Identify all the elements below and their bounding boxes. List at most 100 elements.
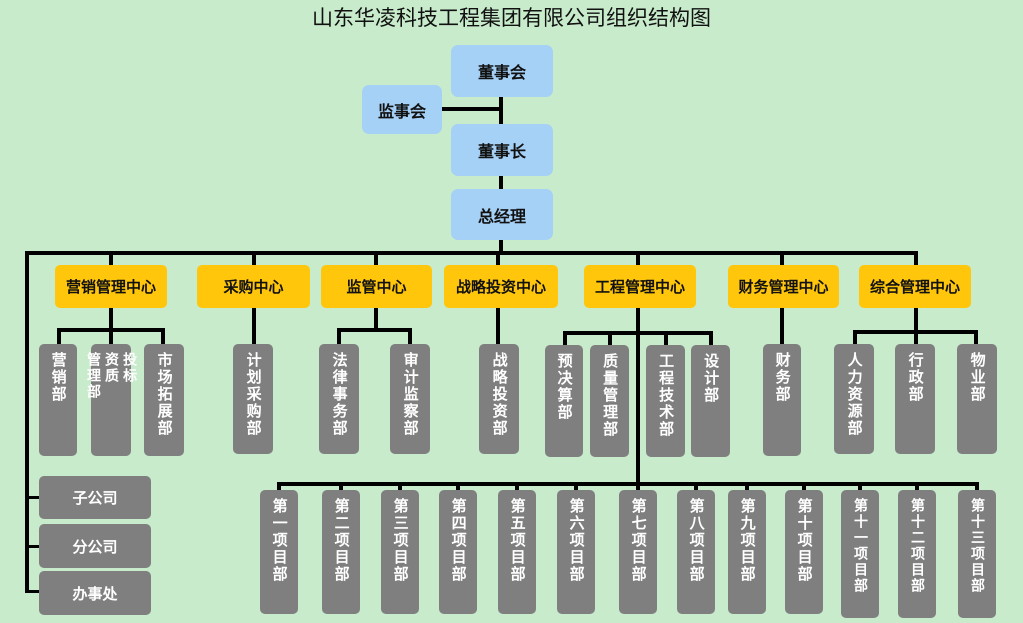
project-label: 第四项目部 [449, 498, 468, 583]
project-label: 第十项目部 [795, 498, 814, 583]
engineering-drop-2 [608, 331, 612, 345]
dept-label: 营销部 [49, 352, 68, 403]
project-drop-9 [745, 482, 749, 490]
drop-admin [914, 253, 918, 267]
branch-link-2 [25, 545, 40, 548]
drop-finance [780, 253, 784, 267]
dept-label: 战略投资部 [490, 352, 509, 437]
project-label: 第六项目部 [567, 498, 586, 583]
center-engineering: 工程管理中心 [584, 265, 696, 308]
project-node: 第四项目部 [439, 490, 477, 614]
branch-link-3 [25, 590, 40, 593]
project-label: 第二项目部 [332, 498, 351, 583]
project-drop-11 [858, 482, 862, 490]
project-node: 第二项目部 [322, 490, 360, 614]
drop-engineering [636, 253, 640, 267]
marketing-drop-1 [57, 328, 61, 344]
center-admin: 综合管理中心 [859, 265, 971, 308]
marketing-drop-3 [161, 328, 165, 344]
left-trunk [25, 251, 29, 593]
project-node: 第六项目部 [557, 490, 595, 614]
top-bus [25, 251, 918, 255]
project-drop-13 [975, 482, 979, 490]
connector-gm-bus [499, 240, 503, 253]
project-drop-2 [339, 482, 343, 490]
connector-chairman-gm [499, 176, 503, 189]
dept-node: 投标资质管理部 [85, 344, 137, 456]
dept-label: 工程技术部 [657, 353, 676, 438]
dept-node: 设计部 [691, 345, 730, 457]
center-finance: 财务管理中心 [728, 265, 839, 308]
dept-label: 计划采购部 [244, 352, 263, 437]
chart-title: 山东华凌科技工程集团有限公司组织结构图 [312, 6, 711, 30]
drop-strategy [496, 253, 500, 267]
project-bus [277, 482, 979, 486]
admin-drop-1 [853, 330, 857, 344]
project-label: 第十三项目部 [969, 498, 986, 594]
project-drop-7 [636, 482, 640, 490]
dept-label: 行政部 [906, 352, 925, 403]
project-label: 第十一项目部 [852, 498, 869, 594]
dept-node: 人力资源部 [834, 344, 874, 454]
dept-label-part: 资质 [103, 352, 120, 384]
dept-label: 人力资源部 [845, 352, 864, 437]
dept-label: 设计部 [702, 353, 721, 404]
center-marketing: 营销管理中心 [55, 265, 167, 308]
dept-node: 审计监察部 [390, 344, 430, 454]
dept-label: 预决算部 [555, 353, 574, 421]
project-drop-5 [515, 482, 519, 490]
engineering-stem [636, 308, 640, 485]
dept-node: 法律事务部 [319, 344, 359, 454]
project-node: 第十三项目部 [958, 490, 996, 618]
engineering-drop-1 [563, 331, 567, 345]
chairman-node: 董事长 [451, 124, 553, 176]
project-node: 第三项目部 [381, 490, 419, 614]
project-label: 第九项目部 [738, 498, 757, 583]
project-node: 第十项目部 [785, 490, 823, 614]
dept-node: 战略投资部 [479, 344, 519, 454]
drop-purchase [252, 253, 256, 267]
marketing-stem [109, 308, 113, 330]
drop-supervision [374, 253, 378, 267]
dept-label: 法律事务部 [330, 352, 349, 437]
dept-node: 市场拓展部 [144, 344, 184, 456]
admin-drop-3 [974, 330, 978, 344]
project-node: 第七项目部 [619, 490, 657, 614]
dept-node: 预决算部 [545, 345, 583, 457]
supervision-drop-1 [337, 328, 341, 344]
purchase-stem [252, 308, 256, 344]
dept-node: 财务部 [763, 344, 801, 456]
project-node: 第八项目部 [677, 490, 715, 614]
project-drop-12 [915, 482, 919, 490]
dept-label: 市场拓展部 [155, 352, 174, 437]
project-drop-1 [277, 482, 281, 490]
project-node: 第一项目部 [260, 490, 298, 614]
dept-label-part: 管理部 [84, 352, 101, 400]
branch-node: 办事处 [39, 571, 151, 615]
branch-node: 子公司 [39, 476, 151, 519]
supervisors-node: 监事会 [362, 85, 442, 134]
project-label: 第五项目部 [508, 498, 527, 583]
project-label: 第八项目部 [687, 498, 706, 583]
project-node: 第十二项目部 [898, 490, 936, 618]
dept-label: 财务部 [773, 352, 792, 403]
project-drop-6 [574, 482, 578, 490]
dept-node: 计划采购部 [233, 344, 273, 454]
engineering-drop-4 [709, 331, 713, 345]
dept-node: 物业部 [957, 344, 997, 454]
supervision-bus [337, 328, 412, 332]
admin-drop-2 [914, 330, 918, 344]
dept-node: 营销部 [39, 344, 77, 456]
center-supervision: 监管中心 [321, 265, 432, 308]
gm-node: 总经理 [451, 189, 553, 240]
admin-stem [914, 308, 918, 332]
project-node: 第九项目部 [728, 490, 766, 614]
supervision-drop-2 [408, 328, 412, 344]
dept-node: 工程技术部 [646, 345, 685, 457]
supervision-stem [374, 308, 378, 330]
project-drop-10 [802, 482, 806, 490]
dept-node: 质量管理部 [590, 345, 629, 457]
dept-label: 物业部 [968, 352, 987, 403]
connector-supervisors [440, 107, 502, 111]
